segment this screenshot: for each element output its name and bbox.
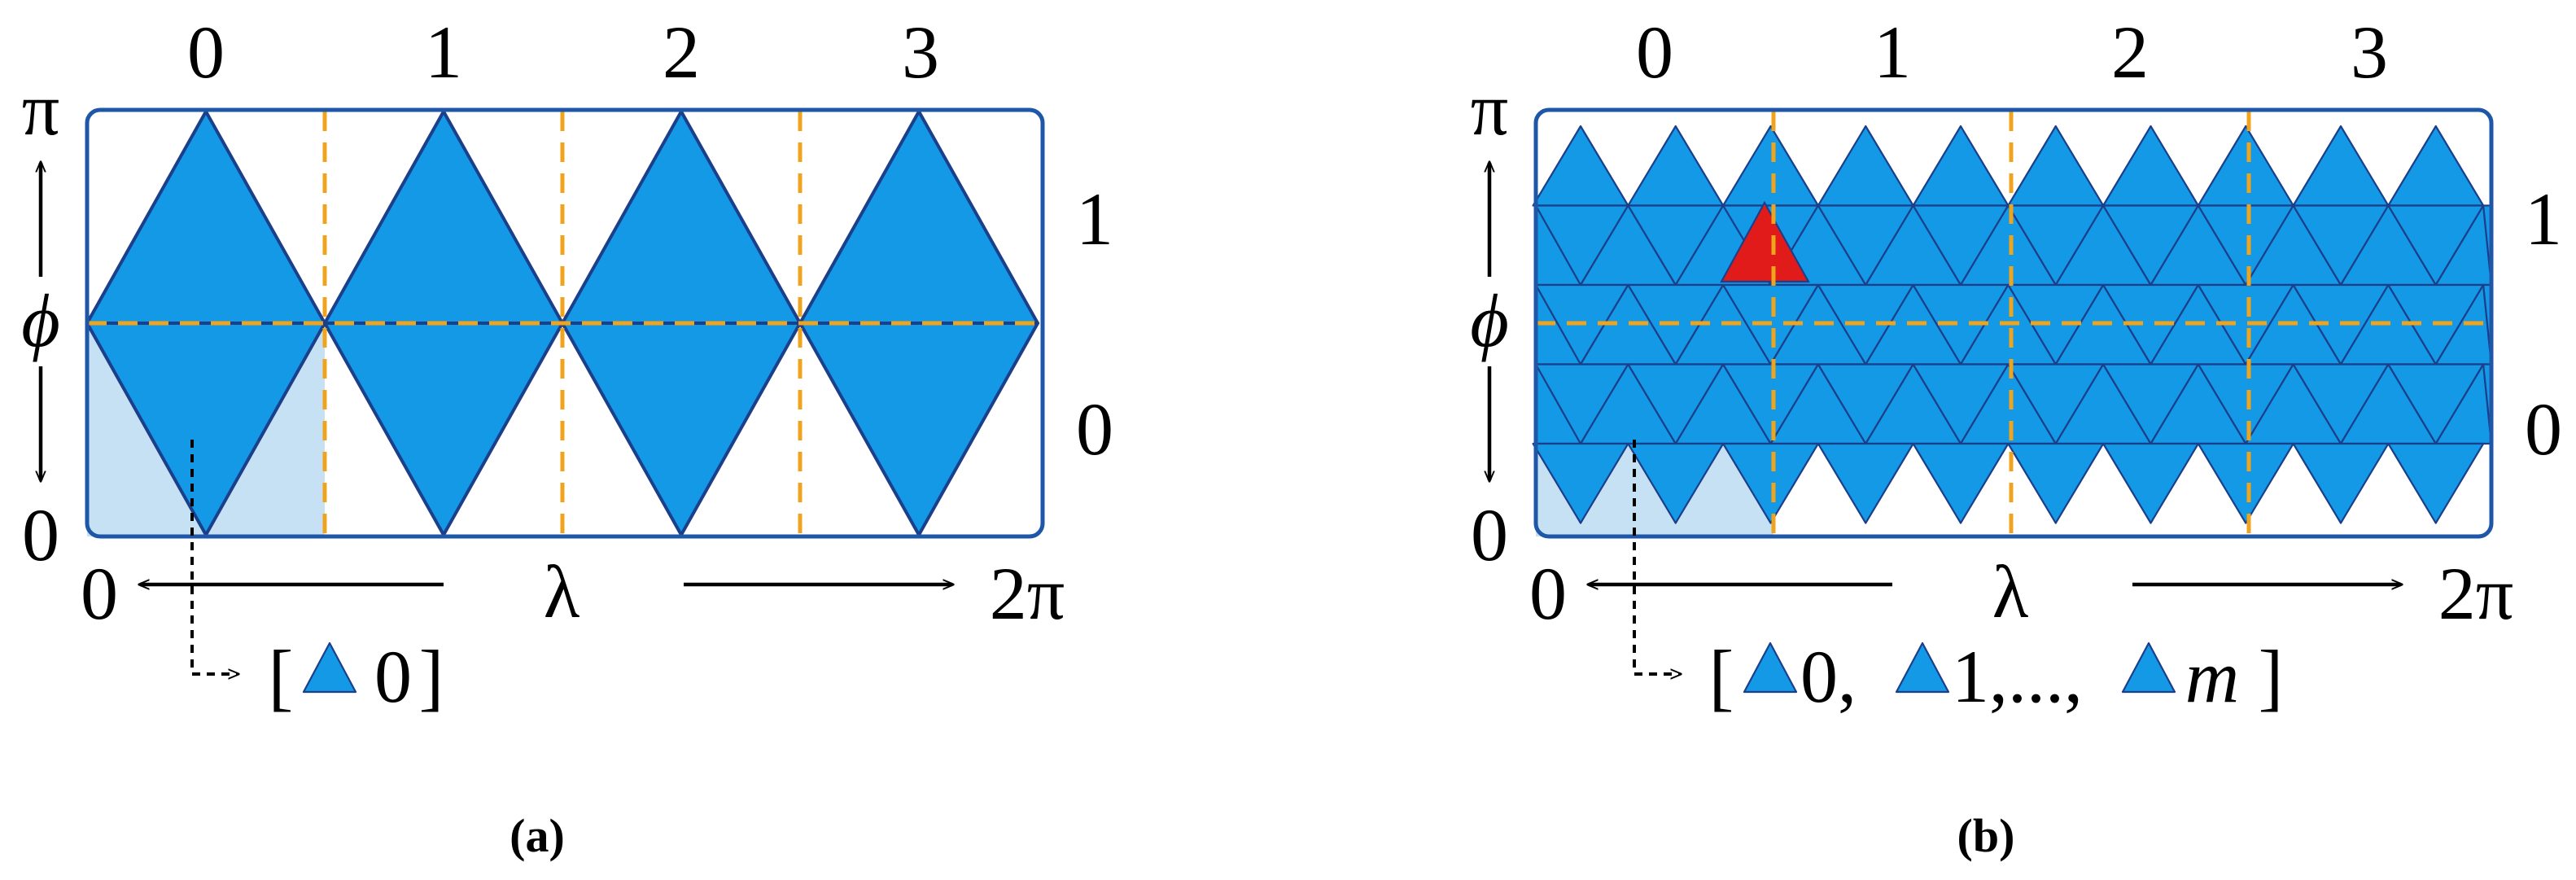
panel-b-row-label-0: 0 — [2525, 387, 2562, 471]
panel-b-row-label-1: 1 — [2525, 177, 2562, 260]
panel-a-row-label-1: 1 — [1076, 177, 1113, 260]
panel-a-caption: (a) — [510, 809, 565, 862]
panel-b-mesh-triangle — [1817, 125, 1914, 207]
panel-b-caption: (b) — [1957, 809, 2015, 862]
triangle-icon — [302, 641, 357, 694]
panel-a-phi-bottom: 0 — [22, 493, 59, 576]
panel-a-col-label-3: 3 — [902, 11, 939, 94]
panel-a-col-label-0: 0 — [187, 11, 225, 94]
panel-b-lambda-symbol: λ — [1992, 550, 2029, 633]
panel-a-phi-top: π — [22, 68, 59, 151]
panel-b-mesh-triangle — [1912, 442, 2010, 524]
panel-a-index-list: [ 0 ] — [269, 635, 444, 718]
panel-b-mesh-triangle — [1532, 125, 1629, 207]
panel-a-lambda-symbol: λ — [544, 550, 580, 633]
panel-a-index-open-bracket: [ — [269, 635, 294, 718]
panel-b-mesh-triangle — [2197, 442, 2294, 524]
panel-b-mesh-triangle — [2007, 442, 2105, 524]
panel-a-index-close-bracket: ] — [419, 635, 444, 718]
panel-a-diamond-grid — [85, 110, 1039, 536]
panel-b-mesh-triangle — [1912, 125, 2010, 207]
panel-b-col-label-1: 1 — [1874, 11, 1911, 94]
panel-b-mesh-triangle — [1722, 125, 1819, 207]
panel-a-lambda-end: 2π — [990, 552, 1065, 635]
panel-b-mesh-triangle — [1627, 125, 1725, 207]
panel-b-index-item-m: m — [2185, 635, 2239, 718]
panel-b-phi-bottom: 0 — [1471, 493, 1508, 576]
panel-a-upper-triangle — [323, 110, 564, 325]
panel-b-index-open-bracket: [ — [1709, 635, 1734, 718]
panel-b-index-close-bracket: ] — [2259, 635, 2284, 718]
panel-a-upper-triangle — [85, 110, 326, 325]
panel-b-mesh-triangle — [2197, 125, 2294, 207]
triangle-icon — [2121, 641, 2176, 694]
panel-b-index-item-1: 1,..., — [1952, 635, 2083, 718]
panel-b-mesh-triangle — [1722, 442, 1819, 524]
panel-b-mesh-triangle — [2292, 442, 2390, 524]
panel-a-dashed-grid — [87, 112, 1043, 535]
panel-b-pointer-line — [1633, 440, 1680, 674]
panel-b-phi-top: π — [1471, 68, 1508, 151]
panel-a-lower-triangle — [561, 322, 802, 536]
panel-a-pointer-line — [190, 440, 238, 674]
panel-b-phi-symbol: ϕ — [1470, 279, 1509, 362]
panel-b-mesh-triangle — [2387, 125, 2485, 207]
panel-b-mesh-triangle — [2387, 442, 2485, 524]
panel-a-col-label-2: 2 — [663, 11, 700, 94]
panel-a: 0 1 2 3 π ϕ 0 1 0 0 λ 2π [ 0 ] (a) — [21, 11, 1113, 862]
panel-a-lower-triangle — [323, 322, 564, 536]
panel-b-highlighted-triangle — [1720, 200, 1810, 283]
panel-a-index-item: 0 — [374, 635, 412, 718]
triangle-icon — [1743, 641, 1798, 694]
panel-b-mesh-triangle — [1532, 442, 1629, 524]
panel-a-lower-triangle — [798, 322, 1039, 536]
panel-a-row-label-0: 0 — [1076, 387, 1113, 471]
panel-b-index-item-0: 0, — [1800, 635, 1857, 718]
panel-a-upper-triangle — [798, 110, 1039, 325]
panel-b-frame — [1533, 107, 2494, 539]
panel-b-dashed-grid — [1536, 112, 2491, 535]
panel-b-col-label-0: 0 — [1636, 11, 1673, 94]
panel-a-lower-triangle — [85, 322, 326, 536]
panel-a-lambda-start: 0 — [81, 552, 118, 635]
panel-b-index-list: [ 0, 1,..., m ] — [1709, 635, 2284, 718]
panel-a-col-label-1: 1 — [425, 11, 462, 94]
panel-b-mesh-triangle — [2292, 125, 2390, 207]
panel-b-mesh-triangle — [1817, 442, 1914, 524]
panel-a-upper-triangle — [561, 110, 802, 325]
panel-b-lambda-start: 0 — [1529, 552, 1567, 635]
panel-b-mesh-triangle — [2102, 125, 2199, 207]
panel-b: 0 1 2 3 π ϕ 0 1 0 0 λ 2π [ 0, 1,..., m ]… — [1470, 11, 2562, 862]
panel-b-lambda-end: 2π — [2438, 552, 2513, 635]
panel-b-col-label-2: 2 — [2111, 11, 2149, 94]
panel-a-frame — [85, 107, 1045, 539]
panel-a-phi-symbol: ϕ — [21, 279, 60, 362]
triangle-icon — [1895, 641, 1950, 694]
panel-b-mesh-triangle — [2007, 125, 2105, 207]
panel-b-mesh-triangle — [1627, 442, 1725, 524]
panel-b-col-label-3: 3 — [2351, 11, 2388, 94]
panel-b-mesh-triangle — [2102, 442, 2199, 524]
panel-b-triangle-mesh — [1532, 125, 2493, 524]
